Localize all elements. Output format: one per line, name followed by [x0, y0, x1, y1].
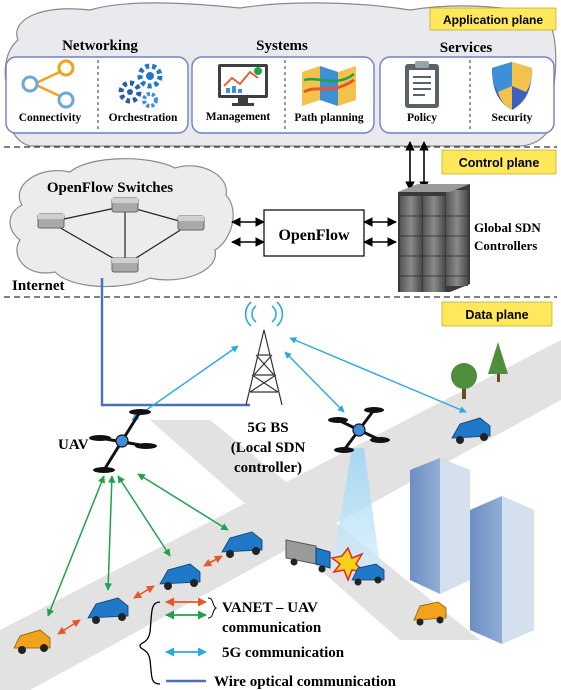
- openflow-switches-title: OpenFlow Switches: [47, 180, 173, 196]
- legend-vanet-line2: communication: [222, 620, 322, 636]
- control-plane-tag: [441, 149, 557, 175]
- management-dashboard-icon: [218, 64, 268, 106]
- 5g-tower-icon: [244, 301, 284, 406]
- orchestration-label: Orchestration: [109, 112, 178, 124]
- application-plane-label: Application plane: [443, 13, 543, 27]
- building-icon: [470, 496, 534, 644]
- controllers-label-line1: Global SDN: [474, 220, 541, 235]
- sdn-controller-servers-icon: [398, 184, 470, 292]
- car-blue-icon: [451, 417, 491, 444]
- data-plane-label: Data plane: [465, 308, 528, 322]
- switch-node: [111, 257, 139, 273]
- openflow-switches-cloud: [9, 158, 234, 288]
- systems-title: Systems: [256, 38, 308, 54]
- truck-icon: [285, 539, 331, 573]
- legend-5g-label: 5G communication: [222, 645, 345, 661]
- car-orange-icon: [13, 629, 51, 654]
- services-title: Services: [440, 40, 493, 56]
- internet-label: Internet: [12, 278, 65, 294]
- path-planning-label: Path planning: [294, 112, 364, 124]
- openflow-box: [263, 209, 365, 257]
- uav-label: UAV: [58, 437, 89, 453]
- legend-brace: [139, 601, 161, 685]
- management-label: Management: [206, 111, 271, 123]
- car-blue-icon: [87, 597, 129, 624]
- car-blue-icon: [351, 563, 385, 586]
- openflow-label: OpenFlow: [278, 227, 350, 244]
- legend-small-brace: [207, 597, 218, 619]
- switch-node: [37, 213, 65, 229]
- pine-tree-icon: [488, 342, 508, 382]
- car-blue-icon: [159, 563, 201, 590]
- bs-label-line1: 5G BS: [247, 420, 288, 436]
- vanet-uav-green-links: [47, 473, 229, 617]
- building-icon: [410, 458, 470, 594]
- uav-drone-icon: [328, 407, 390, 453]
- uav-sensing-beam: [332, 448, 380, 566]
- uav-drone-icon: [89, 409, 157, 473]
- orchestration-gears-icon: [118, 63, 163, 108]
- collision-burst-icon: [330, 546, 367, 583]
- control-plane: Control plane OpenFlow Switches Internet…: [9, 141, 557, 294]
- bs-label-line3: controller): [234, 460, 302, 476]
- policy-clipboard-icon: [405, 61, 439, 108]
- switch-node: [177, 215, 205, 231]
- 5g-link-uav2: [284, 351, 345, 413]
- 5g-link-car: [289, 337, 467, 413]
- security-label: Security: [492, 112, 533, 124]
- networking-title: Networking: [62, 38, 138, 54]
- switch-node: [111, 197, 139, 213]
- policy-label: Policy: [407, 112, 437, 124]
- bs-label-line2: (Local SDN: [231, 440, 306, 456]
- vanet-red-links: [57, 555, 223, 635]
- controllers-label-line2: Controllers: [474, 238, 537, 253]
- connectivity-icon: [21, 59, 75, 109]
- data-plane: Data plane: [0, 278, 561, 690]
- legend-vanet-line1: VANET – UAV: [222, 600, 318, 616]
- car-blue-icon: [221, 531, 263, 558]
- cross-road: [150, 420, 480, 640]
- security-shield-icon: [492, 62, 532, 110]
- path-planning-map-icon: [302, 66, 356, 106]
- 5g-link-uav1: [131, 345, 239, 421]
- data-plane-tag: [441, 301, 553, 327]
- control-plane-label: Control plane: [459, 156, 540, 170]
- legend-wire-label: Wire optical communication: [214, 674, 397, 690]
- legend: VANET – UAV communication 5G communicati…: [139, 597, 397, 690]
- connectivity-label: Connectivity: [19, 112, 82, 124]
- car-orange-icon: [413, 601, 447, 626]
- application-plane: Application plane Networking Systems Ser…: [4, 2, 557, 147]
- application-plane-tag: [429, 7, 557, 31]
